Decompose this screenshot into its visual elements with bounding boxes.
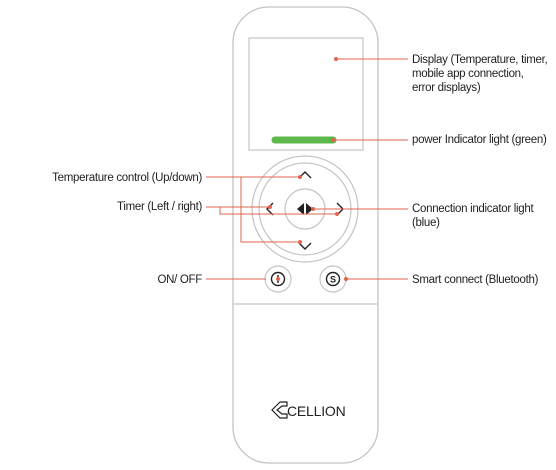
brand-name: CELLION: [287, 403, 346, 419]
display-screen: [248, 37, 364, 151]
cellion-logo: CELLION: [271, 401, 346, 419]
connection-indicator-label: Connection indicator light (blue): [412, 203, 534, 229]
display-label: Display (Temperature, timer, mobile app …: [412, 54, 548, 94]
on-off-label: ON/ OFF: [157, 274, 202, 286]
leader-dots: [268, 57, 348, 281]
leader-lines: [206, 58, 408, 280]
left-arrow-icon[interactable]: [266, 202, 274, 216]
temperature-control-label: Temperature control (Up/down): [52, 172, 202, 184]
timer-label: Timer (Left / right): [117, 201, 202, 213]
smart-connect-glyph: S: [330, 275, 336, 285]
power-icon: [270, 271, 286, 287]
smart-connect-icon: [325, 271, 341, 287]
smart-connect-button[interactable]: S: [319, 265, 347, 293]
connection-indicator-icon: [297, 203, 313, 215]
smart-connect-label: Smart connect (Bluetooth): [412, 274, 539, 286]
power-indicator-label: power Indicator light (green): [412, 134, 547, 146]
down-arrow-icon[interactable]: [298, 242, 312, 250]
